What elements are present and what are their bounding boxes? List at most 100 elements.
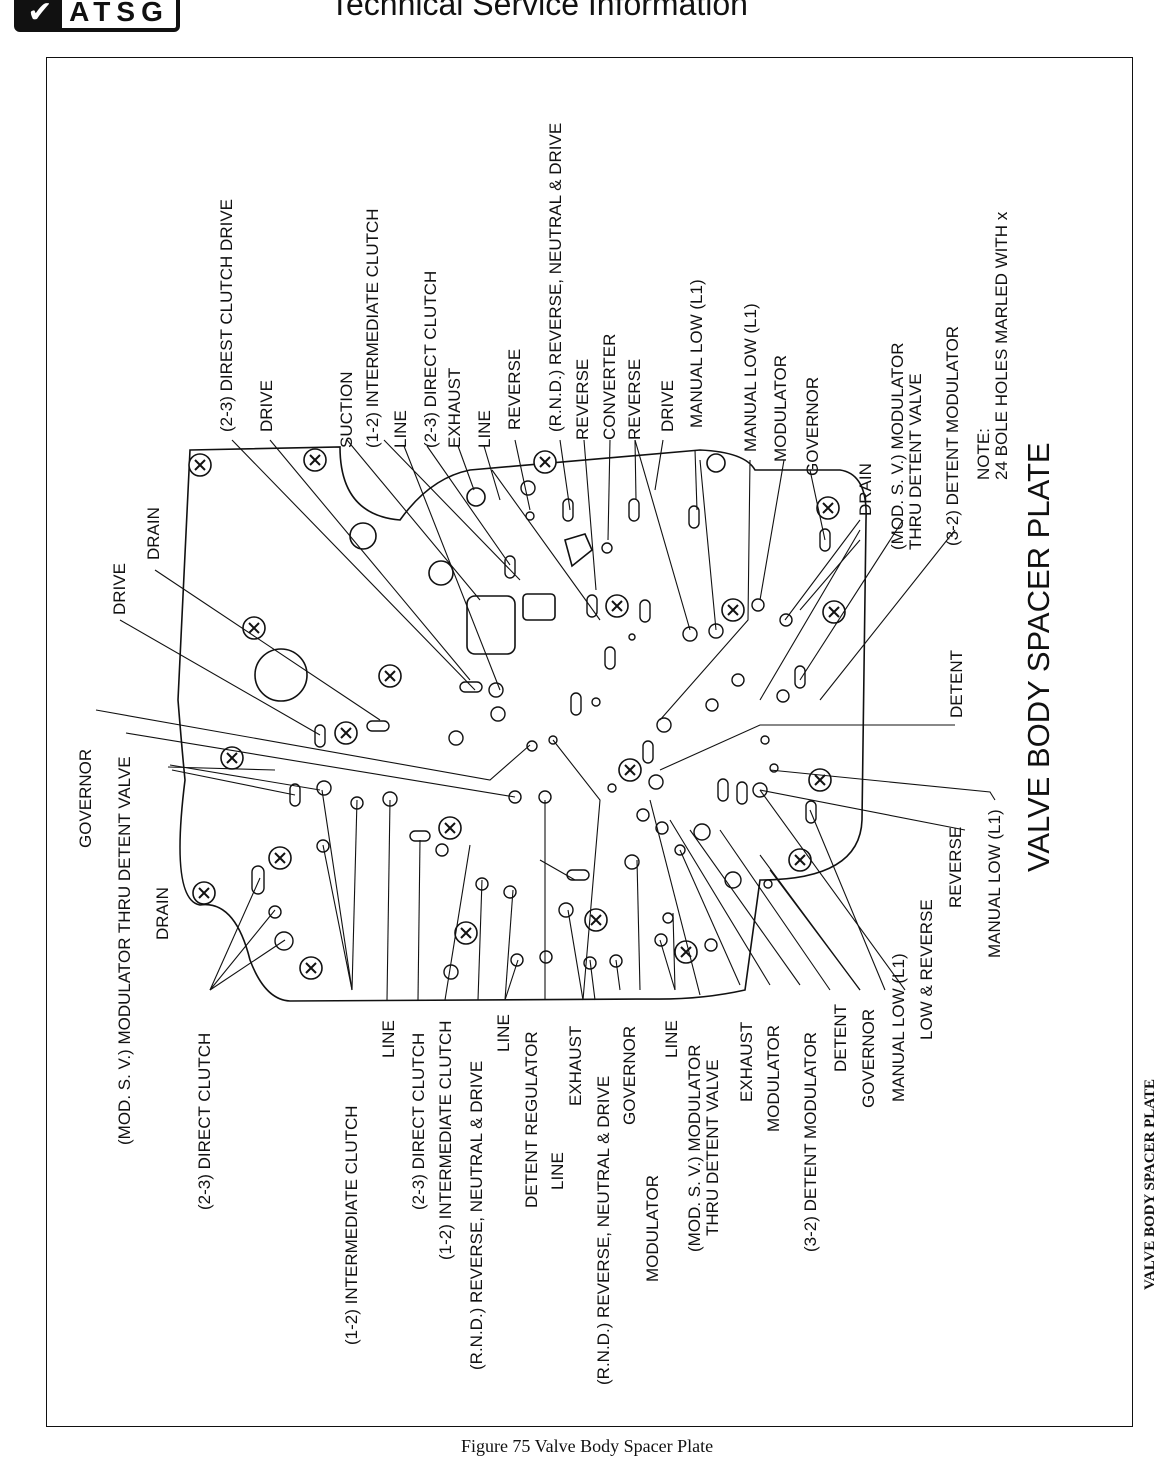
label-direct-clutch-top: (2-3) DIRECT CLUTCH <box>421 270 440 448</box>
bolt-hole-x <box>721 598 745 622</box>
label-governor-bottom-b: GOVERNOR <box>859 1008 878 1108</box>
label-rnd-reverse-top: (R.N.D.) REVERSE, NEUTRAL & DRIVE <box>546 122 565 432</box>
bolt-hole-x <box>533 450 557 474</box>
label-reverse-top-c: REVERSE <box>625 358 644 440</box>
label-manual-low-top-b: MANUAL LOW (L1) <box>741 303 760 452</box>
port-hole <box>510 953 524 967</box>
port-hole <box>763 879 773 889</box>
bolt-hole-x <box>454 921 478 945</box>
port-hole <box>435 843 449 857</box>
label-mod-sv-top-line1: (MOD. S. V.) MODULATOR <box>888 342 907 551</box>
bolt-hole-x <box>242 616 266 640</box>
label-converter: CONVERTER <box>600 333 619 440</box>
port-hole <box>708 623 724 639</box>
port-slot <box>639 599 651 623</box>
label-drive-left: DRIVE <box>110 563 129 615</box>
label-mod-sv-top-line2: THRU DETENT VALVE <box>906 373 925 550</box>
label-mod-sv-top: (MOD. S. V.) MODULATOR THRU DETENT VALVE <box>888 342 925 551</box>
label-direct-clutch-left: (2-3) DIRECT CLUTCH <box>195 1032 214 1210</box>
port-hole <box>648 774 664 790</box>
label-detent-right: DETENT <box>947 650 966 718</box>
port-hole <box>704 938 718 952</box>
port-hole <box>662 912 674 924</box>
label-exhaust-bottom-a: EXHAUST <box>566 1025 585 1106</box>
spacer-plate-outline <box>177 446 867 1002</box>
port-slot <box>604 646 616 670</box>
port-hole <box>656 717 672 733</box>
figure-caption: Figure 75 Valve Body Spacer Plate <box>460 1436 714 1456</box>
label-line-bottom-d: LINE <box>662 1020 681 1058</box>
port-hole <box>760 735 770 745</box>
label-intermediate-clutch-bottom-b: (1-2) INTERMEDIATE CLUTCH <box>436 1020 455 1260</box>
port-hole <box>779 613 793 627</box>
label-detent-bottom: DETENT <box>831 1004 850 1072</box>
label-drain-left: DRAIN <box>153 887 172 940</box>
label-governor-top: GOVERNOR <box>803 376 822 476</box>
port-slot <box>570 692 582 716</box>
port-hole <box>751 598 765 612</box>
label-mod-sv-bottom-line2: THRU DETENT VALVE <box>703 1059 722 1236</box>
port-slot <box>628 498 640 522</box>
bolt-hole-x <box>788 848 812 872</box>
port-hole <box>503 885 517 899</box>
port-hole <box>636 808 650 822</box>
port-hole <box>526 740 538 752</box>
port-hole <box>724 871 742 889</box>
bolt-hole-x <box>188 453 212 477</box>
port-slot <box>459 681 483 693</box>
port-slot <box>314 724 326 748</box>
label-modulator-bottom-a: MODULATOR <box>643 1174 662 1282</box>
label-manual-low-bottom: MANUAL LOW (L1) <box>889 953 908 1102</box>
bolt-hole-x <box>438 816 462 840</box>
port-hole <box>705 698 719 712</box>
label-detent-modulator-bottom: (3-2) DETENT MODULATOR <box>801 1031 820 1252</box>
label-rnd-bottom-b: (R.N.D.) REVERSE, NEUTRAL & DRIVE <box>594 1075 613 1385</box>
label-rnd-bottom-a: (R.N.D.) REVERSE, NEUTRAL & DRIVE <box>467 1060 486 1370</box>
port-hole <box>776 689 790 703</box>
label-line-top-a: LINE <box>391 410 410 448</box>
port-hole <box>448 730 464 746</box>
label-suction: SUCTION <box>337 371 356 449</box>
bolt-hole-x <box>299 956 323 980</box>
note-heading: NOTE: <box>974 428 993 480</box>
label-reverse-right: REVERSE <box>946 826 965 908</box>
label-detent-modulator-top: (3-2) DETENT MODULATOR <box>943 325 962 546</box>
label-governor-left: GOVERNOR <box>76 748 95 848</box>
port-hole <box>628 633 636 641</box>
port-slot <box>717 778 729 802</box>
port-hole <box>654 933 668 947</box>
bolt-hole-x <box>618 758 642 782</box>
label-mod-sv-bottom-line1: (MOD. S. V.) MODULATOR <box>685 1044 704 1253</box>
port-hole <box>316 780 332 796</box>
label-modulator-top: MODULATOR <box>771 354 790 462</box>
port-slot <box>251 865 265 895</box>
port-hole <box>607 783 617 793</box>
label-governor-bottom-a: GOVERNOR <box>620 1025 639 1125</box>
label-exhaust-bottom-b: EXHAUST <box>737 1021 756 1102</box>
port-slot <box>642 740 654 764</box>
port-hole <box>693 823 711 841</box>
label-line-top-b: LINE <box>475 410 494 448</box>
diagram-frame <box>46 57 1133 1427</box>
port-hole <box>490 706 506 722</box>
bolt-hole-x <box>584 908 608 932</box>
large-port <box>254 648 308 702</box>
label-reverse-top-b: REVERSE <box>573 358 592 440</box>
bolt-hole-x <box>334 721 358 745</box>
label-drive-top-b: DRIVE <box>658 380 677 432</box>
label-line-bottom-a: LINE <box>379 1020 398 1058</box>
port-hole <box>525 511 535 521</box>
port-hole <box>591 697 601 707</box>
port-hole <box>601 542 613 554</box>
note-text: 24 BOLE HOLES MARLED WITH x <box>992 211 1011 480</box>
checkmark-icon: ✔ <box>18 0 62 29</box>
bolt-hole-x <box>378 664 402 688</box>
port-hole <box>443 964 459 980</box>
bolt-hole-x <box>674 940 698 964</box>
bolt-hole-x <box>192 881 216 905</box>
bolt-hole-x <box>808 768 832 792</box>
label-manual-low-top-a: MANUAL LOW (L1) <box>687 279 706 428</box>
port-slot <box>794 665 806 689</box>
bolt-hole-x <box>605 594 629 618</box>
